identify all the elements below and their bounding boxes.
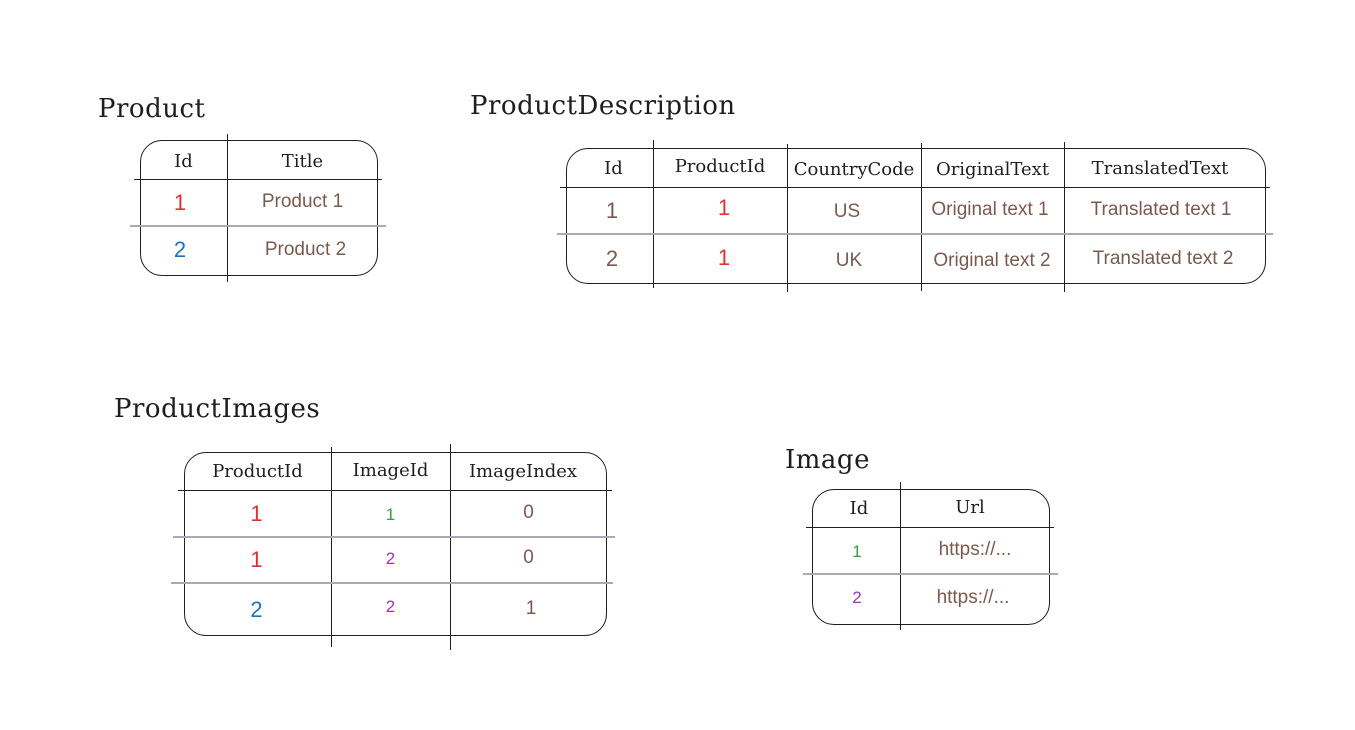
images-row-1-image-index: 0 [523, 502, 534, 523]
images-row-2-product-id: 1 [250, 547, 263, 572]
header-divider [134, 179, 382, 180]
description-row-2-country-code: UK [835, 250, 863, 271]
row-divider [557, 233, 1273, 235]
row-divider [803, 573, 1058, 575]
header-id: Id [604, 157, 623, 179]
image-table-frame [812, 489, 1050, 625]
product-row-1-id: 1 [173, 190, 187, 215]
header-translated-text: TranslatedText [1091, 157, 1229, 179]
description-row-1-translated-text: Translated text 1 [1090, 199, 1232, 220]
row-divider [171, 582, 613, 584]
image-row-1-url: https://... [938, 539, 1012, 560]
header-image-index: ImageIndex [468, 460, 578, 482]
images-row-1-image-id: 1 [385, 505, 396, 524]
images-row-2-image-id: 2 [385, 549, 396, 568]
description-row-2-translated-text: Translated text 2 [1092, 248, 1234, 269]
header-original-text: OriginalText [935, 158, 1050, 180]
header-divider [560, 187, 1270, 188]
column-divider [787, 144, 788, 292]
header-url: Url [955, 496, 985, 518]
images-row-3-image-id: 2 [385, 597, 396, 616]
column-divider [900, 482, 901, 630]
column-divider [653, 140, 654, 288]
product-row-1-title: Product 1 [261, 191, 344, 212]
images-row-3-product-id: 2 [250, 597, 263, 622]
column-divider [227, 134, 228, 282]
product-table-title: Product [98, 94, 206, 124]
description-row-1-product-id: 1 [717, 195, 731, 220]
product-description-table-frame [566, 148, 1266, 284]
description-row-1-country-code: US [833, 201, 861, 222]
description-row-2-id: 2 [605, 246, 619, 271]
product-row-2-id: 2 [173, 237, 187, 262]
column-divider [921, 143, 922, 291]
image-row-2-url: https://... [936, 587, 1010, 608]
image-row-1-id: 1 [852, 542, 862, 561]
images-row-3-image-index: 1 [525, 598, 537, 619]
column-divider [450, 444, 451, 650]
header-divider [806, 527, 1054, 528]
images-row-1-product-id: 1 [250, 501, 263, 526]
header-product-id: ProductId [674, 155, 766, 177]
description-row-1-original-text: Original text 1 [931, 199, 1049, 220]
header-product-id: ProductId [212, 460, 303, 482]
header-id: Id [849, 497, 869, 519]
row-divider [173, 536, 615, 538]
column-divider [331, 447, 332, 647]
header-country-code: CountryCode [793, 158, 915, 180]
description-row-2-original-text: Original text 2 [933, 250, 1051, 271]
row-divider [130, 225, 386, 227]
product-images-table-frame [184, 452, 607, 636]
header-id: Id [174, 150, 193, 172]
product-description-table-title: ProductDescription [470, 91, 736, 121]
product-row-2-title: Product 2 [264, 239, 347, 260]
product-table-frame [140, 140, 378, 276]
description-row-1-id: 1 [605, 198, 619, 223]
image-table-title: Image [785, 445, 870, 475]
description-row-2-product-id: 1 [717, 245, 731, 270]
product-images-table-title: ProductImages [114, 394, 321, 424]
header-divider [178, 490, 612, 491]
header-image-id: ImageId [352, 459, 429, 481]
images-row-2-image-index: 0 [523, 547, 534, 568]
column-divider [1064, 142, 1065, 292]
header-title: Title [281, 150, 324, 172]
image-row-2-id: 2 [852, 588, 862, 607]
